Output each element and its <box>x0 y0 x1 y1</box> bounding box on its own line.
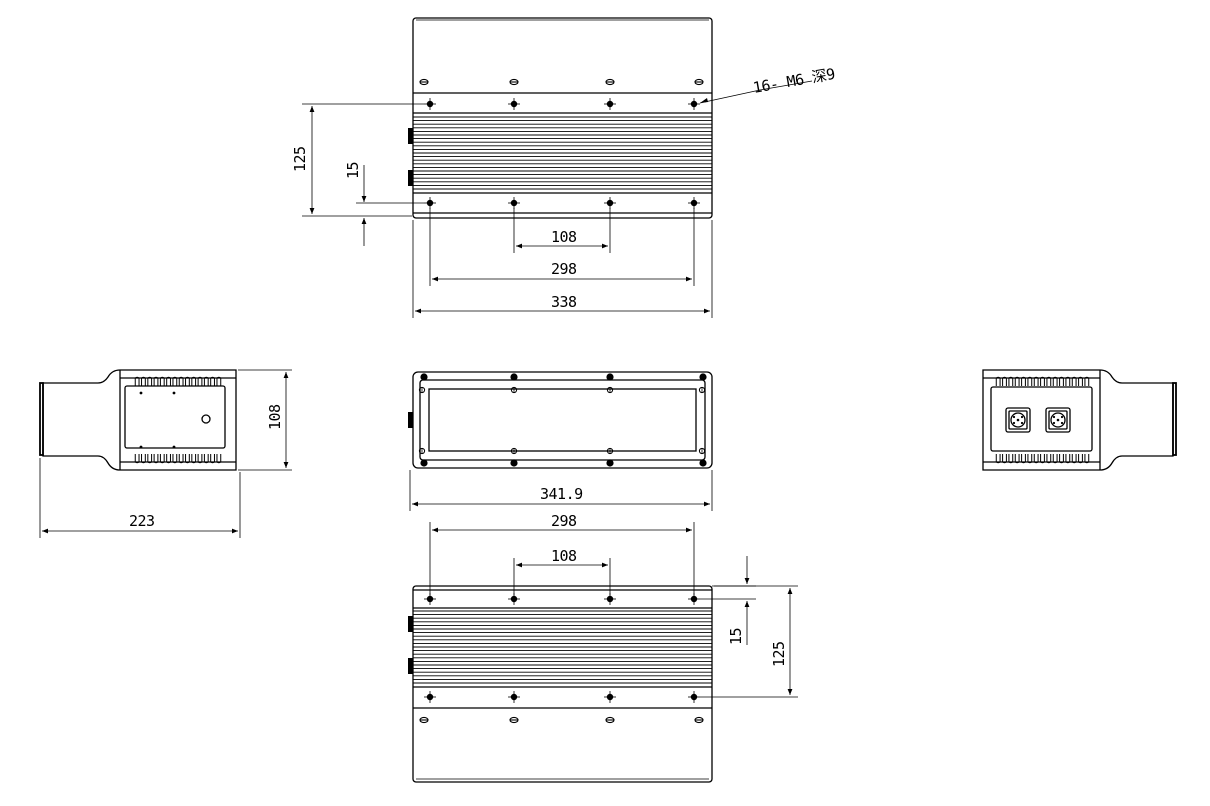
dim-left-223: 223 <box>129 512 155 530</box>
dim-bottom-108: 108 <box>551 547 577 565</box>
dim-bottom-298: 298 <box>551 512 577 530</box>
dim-bottom-125: 125 <box>770 641 788 667</box>
heatsink-fins <box>413 610 712 684</box>
inner-holes <box>418 386 706 455</box>
left-side-view: 108 223 <box>39 369 292 538</box>
dim-top-338: 338 <box>551 293 577 311</box>
connector-right <box>1045 407 1071 433</box>
dim-top-298: 298 <box>551 260 577 278</box>
top-view: 16- M6 深9 125 15 108 298 338 <box>291 17 837 318</box>
cover-screws <box>420 373 707 467</box>
dim-front-341-9: 341.9 <box>540 485 583 503</box>
right-side-view <box>982 369 1177 471</box>
top-fins <box>134 376 222 386</box>
callout-thread-spec: 16- M6 深9 <box>752 65 837 97</box>
dim-top-15: 15 <box>344 162 362 179</box>
dim-top-108: 108 <box>551 228 577 246</box>
dim-top-125: 125 <box>291 146 309 172</box>
mounting-slots <box>419 78 704 86</box>
bottom-view: 298 108 15 125 <box>408 512 798 783</box>
front-view: 341.9 <box>408 371 713 511</box>
heatsink-fins <box>413 116 712 190</box>
mounting-slots <box>419 716 704 724</box>
connector-left <box>1005 407 1031 433</box>
bottom-fins <box>134 454 222 464</box>
top-fins <box>995 376 1090 386</box>
bottom-fins <box>995 454 1090 464</box>
dim-left-108: 108 <box>266 404 284 430</box>
dim-bottom-15: 15 <box>727 628 745 645</box>
